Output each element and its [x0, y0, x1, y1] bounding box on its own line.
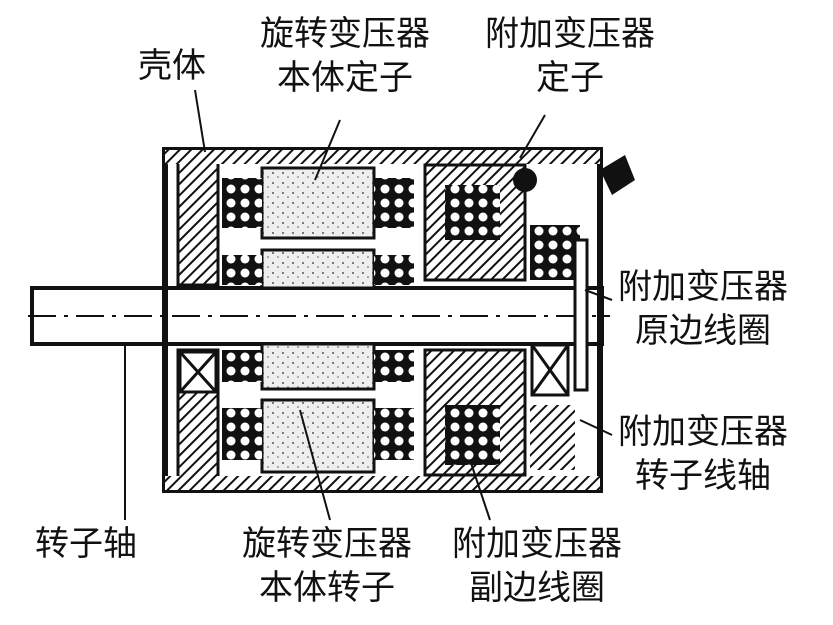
aux-stator	[423, 163, 527, 282]
label-line: 附加变压器	[618, 267, 788, 307]
label-line: 附加变压器	[452, 524, 622, 564]
label-resolver-stator: 旋转变压器 本体定子	[260, 12, 430, 100]
label-line: 旋转变压器	[260, 14, 430, 54]
label-line: 附加变压器	[618, 412, 788, 452]
label-line: 转子线轴	[635, 456, 771, 496]
label-aux-secondary: 附加变压器 副边线圈	[452, 522, 622, 610]
label-aux-primary: 附加变压器 原边线圈	[618, 265, 788, 353]
leader-lines	[124, 89, 613, 521]
label-line: 旋转变压器	[242, 524, 412, 564]
resolver-stator-core	[260, 166, 376, 240]
label-resolver-rotor: 旋转变压器 本体转子	[242, 522, 412, 610]
label-aux-stator: 附加变压器 定子	[485, 12, 655, 100]
label-rotor-shaft: 转子轴	[35, 524, 137, 564]
label-line: 原边线圈	[635, 311, 771, 351]
resolver-rotor-core	[260, 248, 376, 290]
label-line: 附加变压器	[485, 14, 655, 54]
label-line: 本体定子	[277, 58, 413, 98]
label-line: 本体转子	[259, 568, 395, 608]
label-line: 副边线圈	[469, 568, 605, 608]
label-line: 定子	[536, 58, 604, 98]
label-housing: 壳体	[138, 46, 206, 86]
label-aux-rotor-bobbin: 附加变压器 转子线轴	[618, 410, 788, 498]
